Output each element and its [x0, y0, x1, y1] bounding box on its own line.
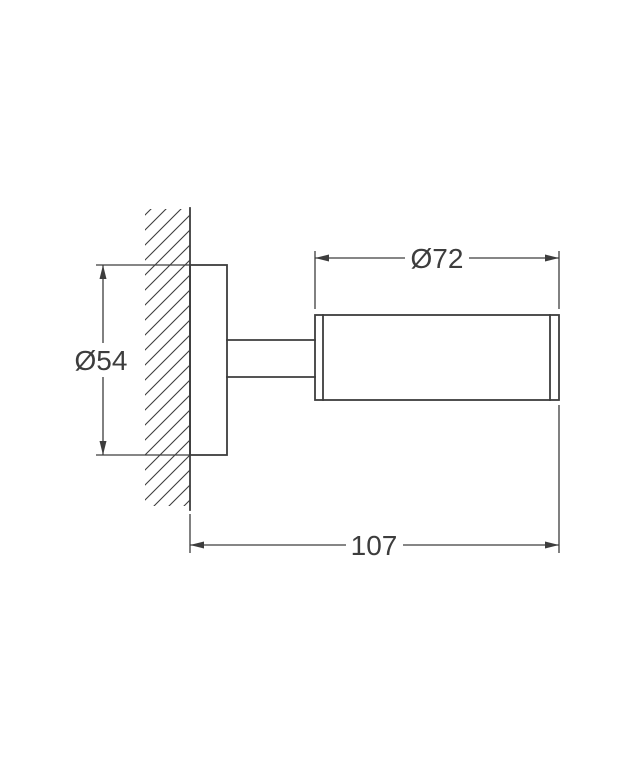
dimension-54: Ø54: [75, 264, 190, 456]
dim-54-arrow-top: [99, 265, 107, 279]
dimension-107: 107: [189, 405, 560, 561]
holder-outline: [314, 314, 560, 401]
mounting-plate: [189, 264, 228, 456]
dimension-72: Ø72: [314, 243, 560, 309]
wall: [145, 207, 191, 511]
dimension-label-projection-depth: 107: [351, 530, 398, 561]
dim-107-arrow-right: [545, 541, 559, 549]
dim-72-arrow-left: [315, 254, 329, 262]
wall-hatching: [145, 209, 190, 506]
arm-cylinder: [226, 339, 316, 378]
dim-107-arrow-left: [190, 541, 204, 549]
dim-54-arrow-bottom: [99, 441, 107, 455]
mounting-plate-outline: [189, 264, 228, 456]
dim-72-arrow-right: [545, 254, 559, 262]
holder-body: [314, 314, 560, 401]
dimension-label-holder-diameter: Ø72: [411, 243, 464, 274]
dimension-label-plate-diameter: Ø54: [75, 345, 128, 376]
